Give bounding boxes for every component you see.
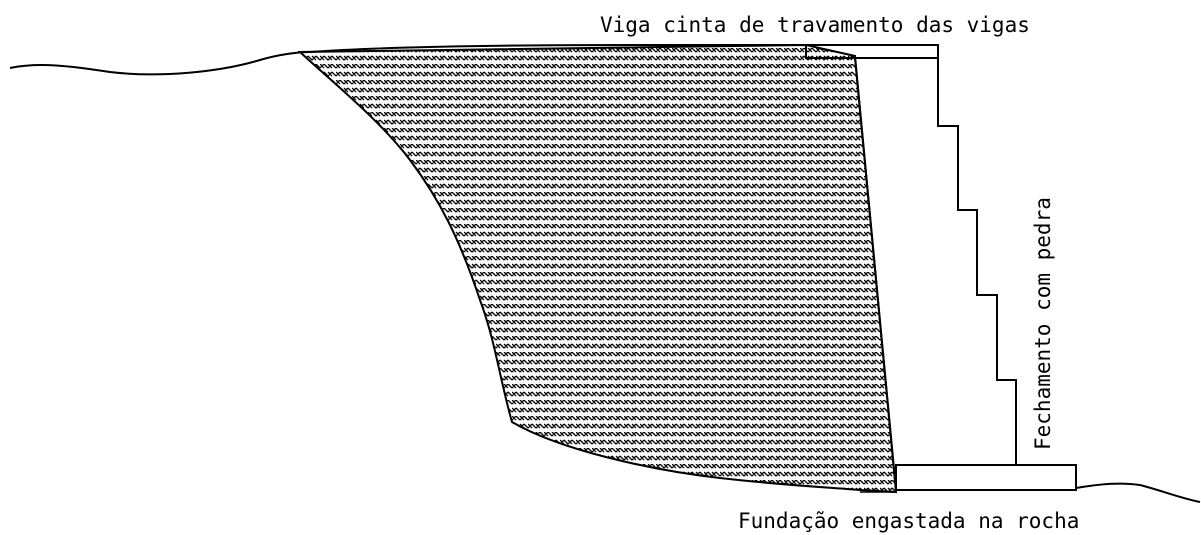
label-stone-closure: Fechamento com pedra — [1031, 197, 1055, 450]
ground-line-top — [309, 44, 806, 53]
label-top-beam: Viga cinta de travamento das vigas — [600, 13, 1030, 37]
label-foundation: Fundação engastada na rocha — [738, 509, 1079, 533]
top-beam — [805, 44, 939, 59]
stepped-stone-closure — [937, 58, 1017, 465]
wall-face-line — [854, 57, 897, 491]
ground-line-right — [1075, 482, 1201, 503]
foundation-block — [895, 464, 1077, 491]
ground-line-left — [9, 51, 311, 76]
hatched-soil-mass — [297, 43, 898, 494]
